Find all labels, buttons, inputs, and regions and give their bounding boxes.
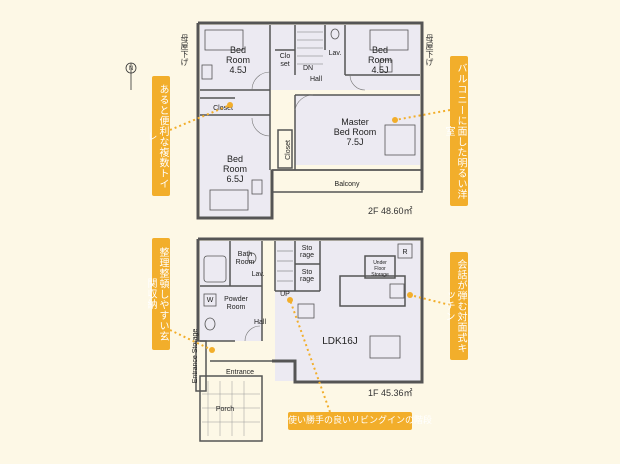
bed-furniture-lower-icon bbox=[209, 189, 249, 211]
underfloor-storage-box bbox=[364, 255, 396, 279]
closet-top-label-2: set bbox=[280, 61, 289, 68]
leader-dot-stairs bbox=[287, 297, 293, 303]
w-label: W bbox=[207, 297, 214, 304]
floor2-lower-left-tint bbox=[200, 90, 270, 217]
floor2-wall-top-right bbox=[198, 21, 424, 190]
bed-lower-label-1: Bed bbox=[227, 154, 243, 164]
washbasin-icon bbox=[204, 317, 216, 331]
bathtub-icon bbox=[203, 255, 227, 283]
leader-dot-kitchen bbox=[407, 292, 413, 298]
eave-note-left: 母屋下げ bbox=[180, 34, 189, 66]
leader-dot-entrance-storage bbox=[209, 347, 215, 353]
master-tint bbox=[295, 95, 420, 165]
leader-entrance-storage bbox=[169, 329, 213, 351]
desk-lower-icon bbox=[251, 179, 263, 195]
floor2-upper-tint bbox=[200, 25, 420, 90]
floor1-wet-tint bbox=[200, 241, 262, 341]
eave-note-right: 母屋下げ bbox=[425, 34, 434, 66]
leader-toilets bbox=[169, 104, 231, 131]
storage1-label-1: Sto bbox=[302, 245, 313, 252]
lav-1f-label: Lav. bbox=[252, 271, 265, 278]
floor1-area: 1F 45.36㎡ bbox=[368, 388, 413, 398]
callout-toilets: あると便利な複数トイレ bbox=[145, 76, 170, 196]
dn-label: DN bbox=[303, 65, 313, 72]
bed-furniture-right-icon bbox=[369, 29, 409, 51]
callout-balcony-room: バルコニーに面した明るい洋室 bbox=[443, 56, 468, 206]
master-label-2: Bed Room bbox=[334, 127, 377, 137]
powder-label-2: Room bbox=[227, 304, 246, 311]
bed-lower-label-2: Room bbox=[223, 164, 247, 174]
kitchen-counter bbox=[339, 275, 406, 307]
toilet-1f-icon bbox=[247, 252, 257, 264]
lav-2f-label: Lav. bbox=[329, 50, 342, 57]
bed-lower-label-3: 6.5J bbox=[226, 174, 243, 184]
underfloor-label-2: Floor bbox=[374, 266, 386, 272]
door-arc-bed-left bbox=[251, 71, 271, 91]
floor2-plan: Bed Room 4.5J Bed Room 4.5J Bed Room 6.5… bbox=[196, 21, 424, 220]
entrance-storage-label: Entrance Storage bbox=[192, 329, 199, 384]
floor2-wall-left bbox=[196, 23, 274, 220]
bed-left-label-1: Bed bbox=[230, 45, 246, 55]
callout-kitchen: 会話が弾む対面式キッチン bbox=[443, 252, 468, 360]
master-label-3: 7.5J bbox=[346, 137, 363, 147]
desk-right-icon bbox=[379, 59, 393, 73]
hall-2f-label: Hall bbox=[310, 76, 323, 83]
stove-icon bbox=[389, 283, 405, 299]
dining-table-icon bbox=[369, 335, 401, 359]
desk-left-icon bbox=[201, 64, 213, 80]
master-label-1: Master bbox=[341, 117, 369, 127]
leader-balcony-room bbox=[394, 109, 451, 121]
north-arrow-icon: N bbox=[125, 62, 137, 90]
floor1-wall-outer bbox=[198, 237, 424, 384]
bed-right-label-3: 4.5J bbox=[371, 65, 388, 75]
floor1-plan: Bath Room Lav. W Powder Room Hall Sto ra… bbox=[192, 237, 424, 442]
porch-label: Porch bbox=[216, 406, 234, 413]
leader-dot-balcony-room bbox=[392, 117, 398, 123]
bath-label-2: Room bbox=[236, 259, 255, 266]
closet-vertical-box bbox=[277, 129, 293, 169]
door-arc-bed-right bbox=[349, 74, 366, 91]
chair-icon bbox=[297, 303, 315, 319]
bed-right-label-1: Bed bbox=[372, 45, 388, 55]
storage2-label-1: Sto bbox=[302, 269, 313, 276]
closet-mid-label: Closet bbox=[213, 105, 233, 112]
north-label: N bbox=[129, 66, 133, 72]
up-label: UP bbox=[280, 291, 290, 298]
door-arc-bed-lower bbox=[251, 117, 271, 137]
callout-stairs: 使い勝手の良いリビングインの階段 bbox=[288, 412, 432, 430]
hall-1f-label: Hall bbox=[254, 319, 267, 326]
callout-entrance-storage: 整理整頓しやすい玄関収納 bbox=[145, 238, 170, 350]
r-label: R bbox=[402, 249, 407, 256]
leader-dot-toilets bbox=[227, 102, 233, 108]
door-arc-powder bbox=[244, 325, 261, 342]
bed-furniture-master-icon bbox=[384, 124, 416, 156]
leader-kitchen bbox=[409, 294, 451, 306]
underfloor-label-1: Under bbox=[373, 260, 387, 266]
leader-stairs bbox=[289, 299, 331, 413]
door-arc-master bbox=[294, 94, 314, 111]
ldk-label: LDK16J bbox=[322, 336, 358, 347]
bed-left-label-3: 4.5J bbox=[229, 65, 246, 75]
entrance-storage-box bbox=[195, 340, 207, 392]
washer-icon bbox=[203, 293, 217, 307]
fridge-icon bbox=[397, 243, 413, 259]
toilet-2f-icon bbox=[330, 28, 340, 40]
balcony-label: Balcony bbox=[335, 181, 360, 188]
underfloor-label-3: Storage bbox=[371, 272, 389, 278]
storage1-label-2: rage bbox=[300, 252, 314, 259]
bed-left-label-2: Room bbox=[226, 55, 250, 65]
closet-vertical-label: Closet bbox=[285, 140, 292, 160]
floor2-area: 2F 48.60㎡ bbox=[368, 206, 413, 216]
storage2-label-2: rage bbox=[300, 276, 314, 283]
porch-outline bbox=[199, 375, 263, 442]
balcony-outline bbox=[271, 169, 423, 193]
bath-label-1: Bath bbox=[238, 251, 253, 258]
bed-right-label-2: Room bbox=[368, 55, 392, 65]
closet-top-label-1: Clo bbox=[280, 53, 291, 60]
entrance-label: Entrance bbox=[226, 369, 254, 376]
powder-label-1: Powder bbox=[224, 296, 248, 303]
bed-furniture-left-icon bbox=[204, 29, 244, 51]
